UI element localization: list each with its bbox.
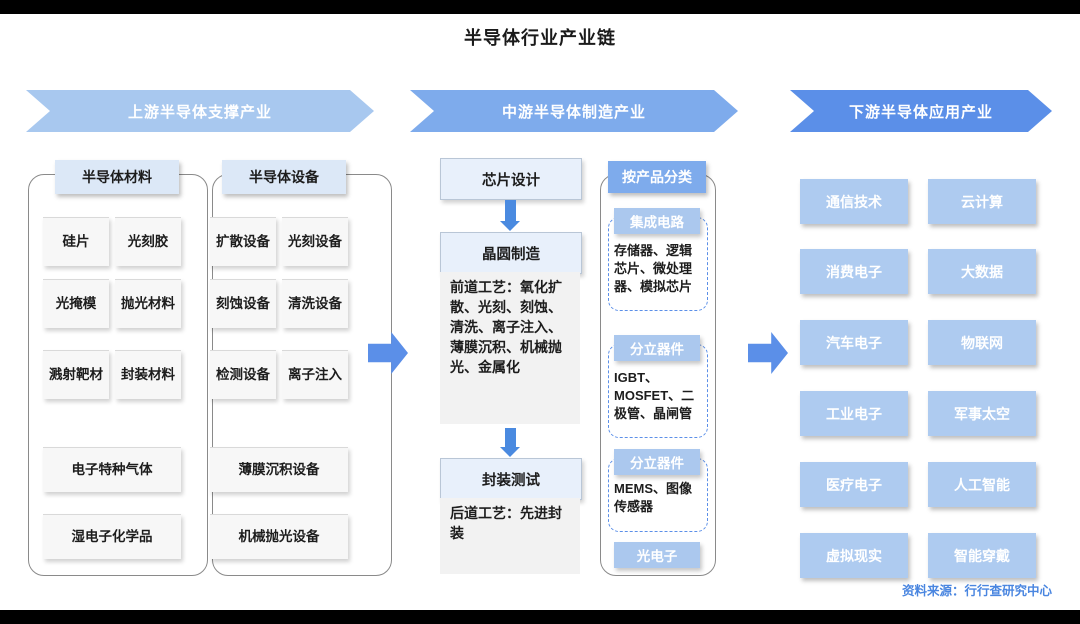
leaf-item[interactable]: 机械抛光设备	[210, 514, 348, 559]
leaf-item[interactable]: 电子特种气体	[43, 447, 181, 492]
flow-arrow-down	[500, 428, 520, 457]
application-tile[interactable]: 智能穿戴	[928, 533, 1036, 578]
category-title-optoelectronics: 光电子	[614, 542, 700, 568]
application-tile[interactable]: 物联网	[928, 320, 1036, 365]
banner-upstream: 上游半导体支撑产业	[26, 90, 374, 132]
flow-detail-front-end: 前道工艺：氧化扩散、光刻、刻蚀、清洗、离子注入、薄膜沉积、机械抛光、金属化	[440, 272, 580, 424]
arrow-midstream-to-downstream	[748, 332, 788, 374]
leaf-item[interactable]: 封装材料	[115, 350, 181, 399]
group-title-materials: 半导体材料	[55, 160, 179, 194]
leaf-item[interactable]: 薄膜沉积设备	[210, 447, 348, 492]
category-title-discrete-devices-2: 分立器件	[614, 449, 700, 475]
category-title-discrete-devices-1: 分立器件	[614, 335, 700, 361]
application-tile[interactable]: 通信技术	[800, 179, 908, 224]
leaf-item[interactable]: 检测设备	[210, 350, 276, 399]
leaf-item[interactable]: 清洗设备	[282, 279, 348, 328]
application-tile[interactable]: 大数据	[928, 249, 1036, 294]
application-tile[interactable]: 云计算	[928, 179, 1036, 224]
leaf-item[interactable]: 光刻设备	[282, 217, 348, 266]
category-detail-discrete-devices-2: MEMS、图像传感器	[614, 481, 693, 514]
leaf-item[interactable]: 溅射靶材	[43, 350, 109, 399]
leaf-item[interactable]: 刻蚀设备	[210, 279, 276, 328]
leaf-item[interactable]: 湿电子化学品	[43, 514, 181, 559]
leaf-item[interactable]: 光掩模	[43, 279, 109, 328]
application-tile[interactable]: 医疗电子	[800, 462, 908, 507]
category-detail-discrete-devices-1: IGBT、MOSFET、二极管、晶闸管	[614, 370, 695, 421]
leaf-item[interactable]: 光刻胶	[115, 217, 181, 266]
leaf-item[interactable]: 硅片	[43, 217, 109, 266]
application-tile[interactable]: 军事太空	[928, 391, 1036, 436]
flow-box-packaging-testing[interactable]: 封装测试	[440, 458, 582, 500]
application-tile[interactable]: 工业电子	[800, 391, 908, 436]
application-tile[interactable]: 消费电子	[800, 249, 908, 294]
page-title: 半导体行业产业链	[464, 28, 616, 48]
application-tile[interactable]: 人工智能	[928, 462, 1036, 507]
flow-arrow-down	[500, 200, 520, 231]
category-detail-integrated-circuit: 存储器、逻辑芯片、微处理器、模拟芯片	[614, 243, 693, 294]
diagram-canvas: 半导体行业产业链 上游半导体支撑产业 半导体材料 硅片 光刻胶 光掩模 抛光材料…	[0, 14, 1080, 610]
flow-detail-back-end: 后道工艺：先进封装	[440, 498, 580, 574]
banner-downstream: 下游半导体应用产业	[790, 90, 1052, 132]
group-title-equipment: 半导体设备	[222, 160, 346, 194]
source-note: 资料来源：行行查研究中心	[901, 584, 1052, 598]
leaf-item[interactable]: 离子注入	[282, 350, 348, 399]
category-title-integrated-circuit: 集成电路	[614, 208, 700, 234]
application-tile[interactable]: 虚拟现实	[800, 533, 908, 578]
banner-midstream: 中游半导体制造产业	[410, 90, 738, 132]
flow-box-chip-design[interactable]: 芯片设计	[440, 158, 582, 200]
product-classification-title: 按产品分类	[608, 161, 706, 193]
flow-box-wafer-manufacturing[interactable]: 晶圆制造	[440, 232, 582, 274]
leaf-item[interactable]: 扩散设备	[210, 217, 276, 266]
leaf-item[interactable]: 抛光材料	[115, 279, 181, 328]
application-tile[interactable]: 汽车电子	[800, 320, 908, 365]
